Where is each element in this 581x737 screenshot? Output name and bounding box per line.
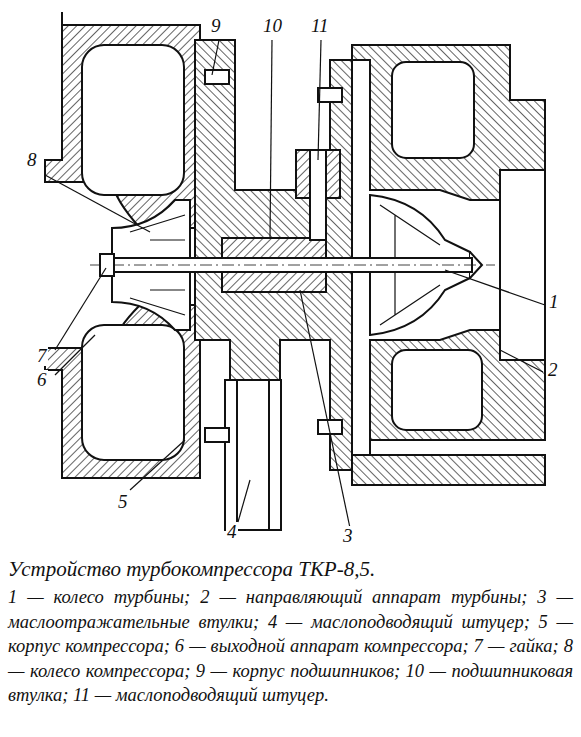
callout-number: 8 xyxy=(26,150,38,170)
callout-number: 4 xyxy=(226,522,238,542)
callout-number: 1 xyxy=(548,292,560,312)
callout-number: 10 xyxy=(262,16,283,36)
figure-caption: Устройство турбокомпрессора ТКР-8,5. xyxy=(8,556,573,582)
parts-key: 1 — колесо турбины; 2 — направляющий апп… xyxy=(8,585,573,708)
callout-number: 6 xyxy=(36,370,48,390)
callout-number: 9 xyxy=(210,16,222,36)
callout-number: 7 xyxy=(36,346,48,366)
callout-number: 11 xyxy=(310,16,330,36)
callout-number: 3 xyxy=(342,526,354,546)
callout-number: 2 xyxy=(547,360,559,380)
callout-number: 5 xyxy=(117,492,129,512)
turbocharger-section xyxy=(0,0,581,556)
